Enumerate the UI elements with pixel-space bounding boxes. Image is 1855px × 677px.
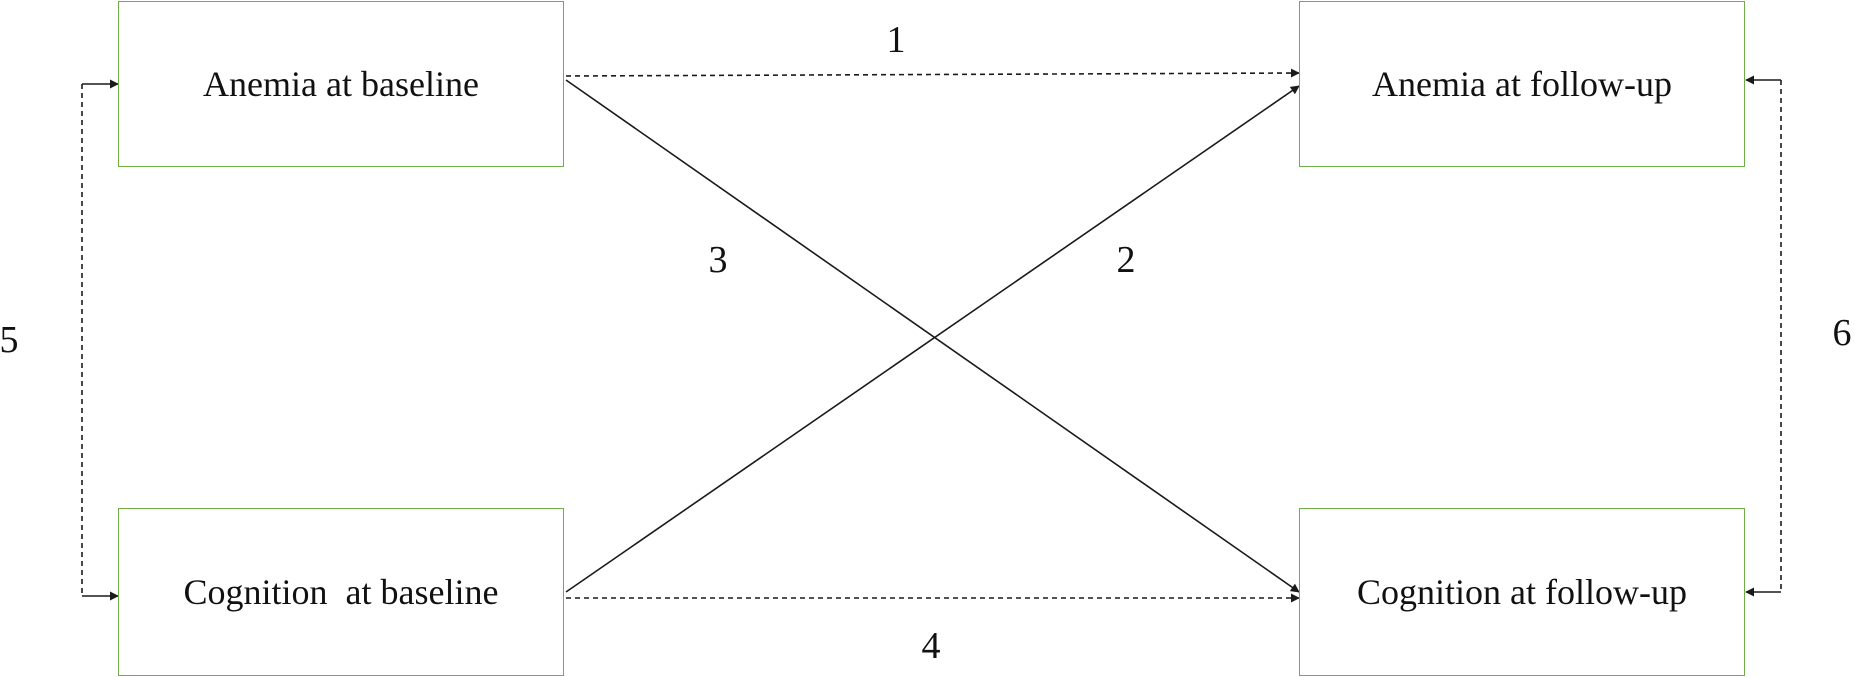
path-1-arrow	[565, 68, 1300, 78]
path-2-arrow	[565, 85, 1300, 593]
node-cognition-followup: Cognition at follow-up	[1299, 508, 1745, 676]
node-cognition-baseline: Cognition at baseline	[118, 508, 564, 676]
path-label-2: 2	[1116, 239, 1136, 281]
node-anemia-baseline: Anemia at baseline	[118, 1, 564, 167]
path-label-1: 1	[886, 19, 906, 61]
node-anemia-followup: Anemia at follow-up	[1299, 1, 1745, 167]
path-3-arrow	[565, 79, 1300, 593]
path-label-6: 6	[1832, 312, 1852, 354]
path-label-4: 4	[921, 625, 941, 667]
path-label-5: 5	[0, 319, 19, 361]
path-label-3: 3	[708, 239, 728, 281]
